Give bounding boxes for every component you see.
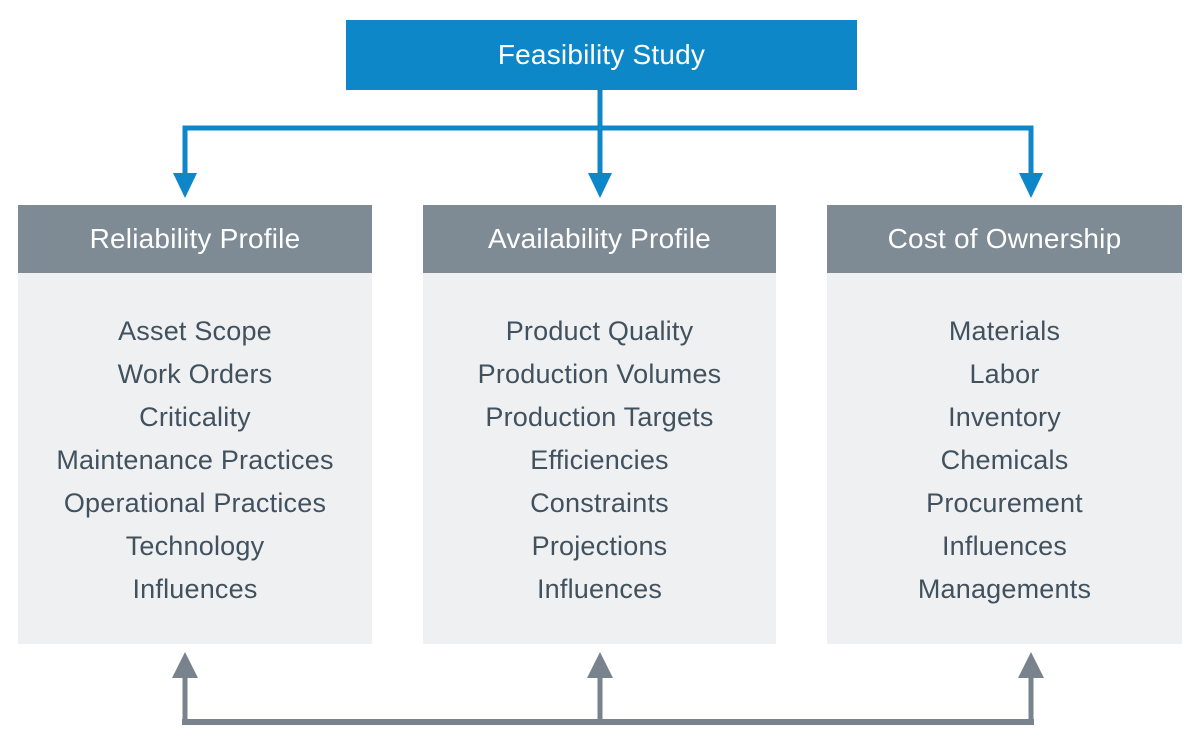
arrow-down-icon — [1019, 173, 1043, 198]
list-item: Projections — [531, 531, 668, 561]
list-item: Chemicals — [940, 445, 1069, 475]
column-header: Cost of Ownership — [827, 205, 1182, 273]
column-header: Reliability Profile — [18, 205, 372, 273]
list-item: Operational Practices — [63, 488, 327, 518]
list-item: Influences — [941, 531, 1068, 561]
bottom-connector-arrowheads — [172, 652, 1044, 678]
list-item: Labor — [969, 359, 1040, 389]
root-node-label: Feasibility Study — [497, 39, 706, 70]
top-connector — [182, 88, 1034, 176]
list-item: Constraints — [530, 488, 669, 518]
column-availability-profile: Availability Profile Product Quality Pro… — [423, 205, 776, 644]
column-body: Product Quality Production Volumes Produ… — [423, 273, 776, 644]
list-item: Criticality — [139, 402, 251, 432]
list-item: Efficiencies — [530, 445, 669, 475]
list-item: Inventory — [948, 402, 1061, 432]
column-title: Cost of Ownership — [887, 223, 1122, 254]
list-item: Production Volumes — [477, 359, 722, 389]
arrow-up-icon — [1018, 652, 1044, 678]
column-body: Materials Labor Inventory Chemicals Proc… — [827, 273, 1182, 644]
column-reliability-profile: Reliability Profile Asset Scope Work Ord… — [18, 205, 372, 644]
arrow-down-icon — [588, 173, 612, 198]
column-title: Reliability Profile — [89, 223, 301, 254]
column-cost-of-ownership: Cost of Ownership Materials Labor Invent… — [827, 205, 1182, 644]
list-item: Managements — [917, 574, 1092, 604]
top-connector-arrowheads — [173, 173, 1043, 198]
root-node-feasibility-study: Feasibility Study — [346, 20, 857, 90]
list-item: Influences — [132, 574, 258, 604]
list-item: Maintenance Practices — [56, 445, 334, 475]
list-item: Product Quality — [505, 316, 694, 346]
list-item: Asset Scope — [118, 316, 272, 346]
list-item: Procurement — [926, 488, 1083, 518]
list-item: Work Orders — [117, 359, 273, 389]
list-item: Production Targets — [485, 402, 714, 432]
column-body: Asset Scope Work Orders Criticality Main… — [18, 273, 372, 644]
column-title: Availability Profile — [488, 223, 711, 254]
bottom-connector — [182, 674, 1034, 725]
arrow-down-icon — [173, 173, 197, 198]
list-item: Technology — [125, 531, 265, 561]
list-item: Materials — [948, 316, 1061, 346]
arrow-up-icon — [587, 652, 613, 678]
arrow-up-icon — [172, 652, 198, 678]
list-item: Influences — [536, 574, 663, 604]
column-header: Availability Profile — [423, 205, 776, 273]
